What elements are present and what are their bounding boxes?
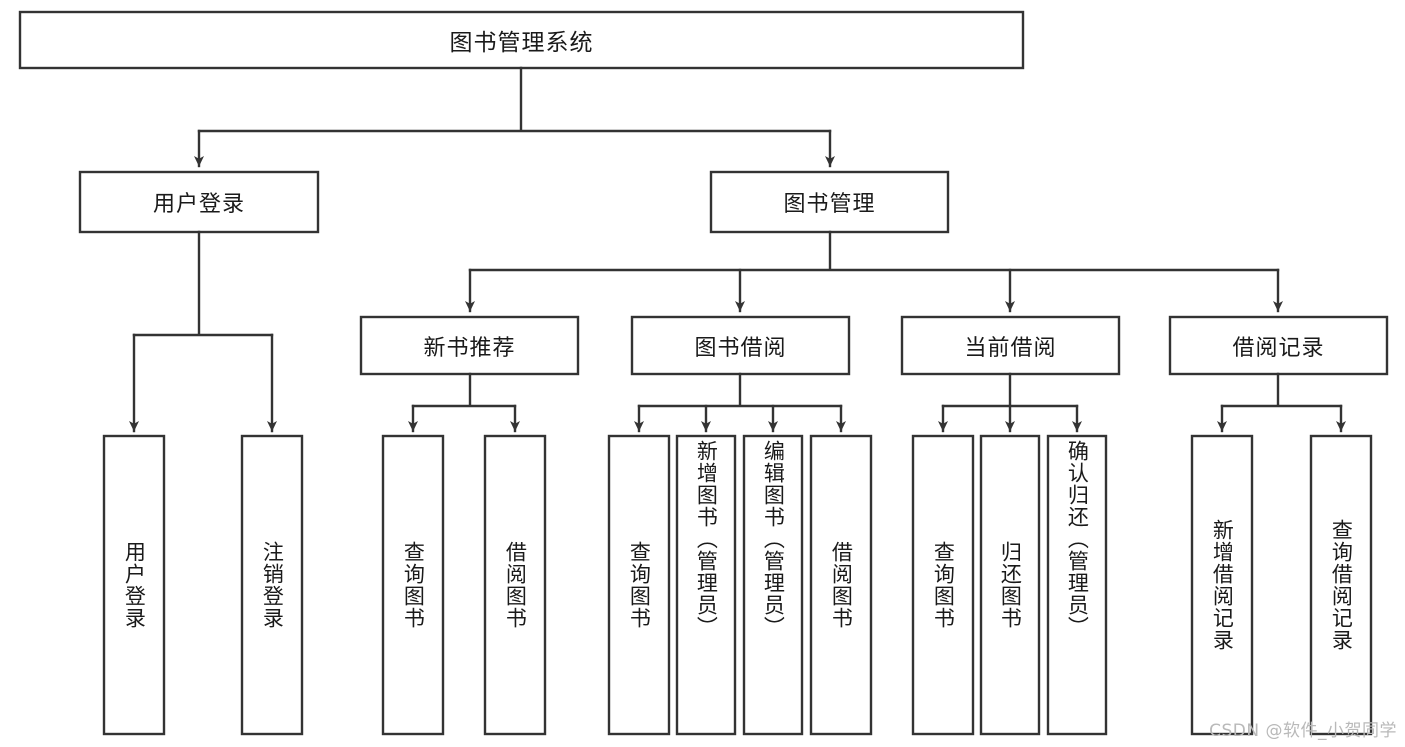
- leaf-box-br-0[interactable]: [1190, 434, 1254, 736]
- node-root-box[interactable]: [18, 10, 1025, 70]
- leaf-box-cb-0[interactable]: [911, 434, 975, 736]
- leaf-box-bb-3[interactable]: [809, 434, 873, 736]
- leaf-box-user-login-1[interactable]: [240, 434, 304, 736]
- leaf-box-br-1[interactable]: [1309, 434, 1373, 736]
- leaf-box-bb-2[interactable]: [742, 434, 804, 736]
- leaf-box-user-login-0[interactable]: [102, 434, 166, 736]
- leaf-box-bb-0[interactable]: [607, 434, 671, 736]
- connector-root-bus: [197, 66, 832, 133]
- node-user-login-box[interactable]: [78, 170, 320, 234]
- node-book-manage-box[interactable]: [709, 170, 950, 234]
- connector-book-manage-bus: [468, 230, 1280, 272]
- leaf-box-nbr-1[interactable]: [483, 434, 547, 736]
- leaf-box-nbr-0[interactable]: [381, 434, 445, 736]
- leaf-box-cb-2[interactable]: [1046, 434, 1108, 736]
- node-current-borrow-box[interactable]: [900, 315, 1121, 376]
- leaf-box-cb-1[interactable]: [979, 434, 1041, 736]
- connector-user-login-bus: [132, 230, 274, 337]
- node-borrow-record-box[interactable]: [1168, 315, 1389, 376]
- leaf-box-bb-1[interactable]: [675, 434, 737, 736]
- node-book-borrow-box[interactable]: [630, 315, 851, 376]
- connector-borrow-record-bus: [1220, 372, 1343, 408]
- node-new-book-recommend-box[interactable]: [359, 315, 580, 376]
- connector-book-borrow-bus: [637, 372, 843, 408]
- connector-new-book-recommend-bus: [411, 372, 517, 408]
- connector-current-borrow-bus: [941, 372, 1079, 408]
